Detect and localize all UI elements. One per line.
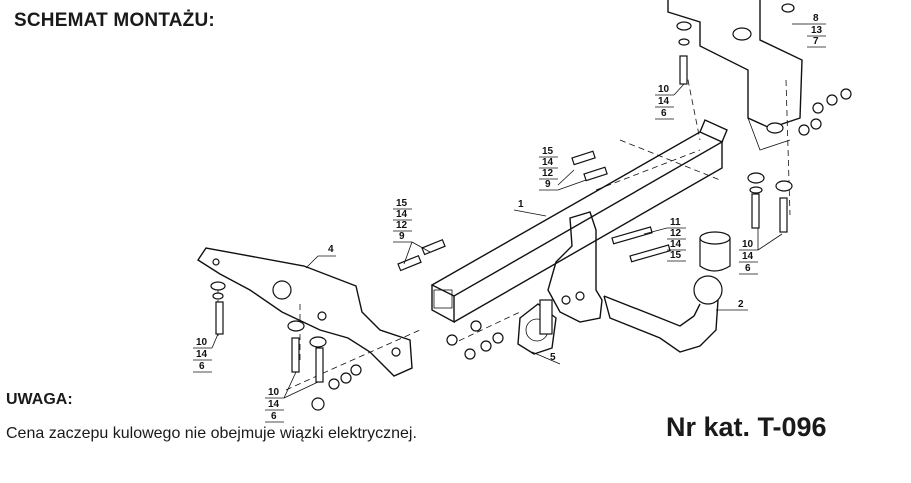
svg-text:10: 10	[742, 239, 754, 250]
svg-text:12: 12	[542, 168, 554, 179]
crossbar	[430, 119, 728, 324]
socket-plate	[517, 299, 557, 355]
svg-text:10: 10	[658, 84, 670, 95]
catalog-number: Nr kat. T-096	[666, 412, 827, 442]
svg-text:10: 10	[196, 337, 208, 348]
note-text: Cena zaczepu kulowego nie obejmuje wiązk…	[6, 425, 417, 442]
label-stack-right-lower: 10 14 6	[739, 228, 783, 275]
center-bracket	[547, 211, 603, 323]
label-stack-left-lower: 10 14 6	[193, 333, 219, 373]
svg-text:2: 2	[738, 299, 744, 310]
svg-text:1: 1	[518, 199, 524, 210]
svg-text:6: 6	[199, 361, 205, 372]
vehicle-bracket	[667, 0, 803, 151]
part-label-2: 2	[716, 299, 748, 311]
svg-text:12: 12	[396, 220, 408, 231]
part-label-1: 1	[513, 199, 547, 217]
part-label-5: 5	[531, 351, 561, 365]
svg-text:9: 9	[399, 231, 405, 242]
svg-text:12: 12	[670, 228, 682, 239]
washers-and-nuts	[210, 3, 852, 411]
label-stack-top-bolts: 10 14 6	[655, 83, 685, 120]
ball-neck	[603, 275, 723, 353]
svg-text:14: 14	[268, 399, 280, 410]
svg-text:11: 11	[670, 217, 681, 228]
svg-text:4: 4	[328, 244, 334, 255]
svg-text:5: 5	[550, 352, 556, 363]
svg-text:14: 14	[658, 96, 670, 107]
svg-text:8: 8	[813, 13, 819, 24]
svg-text:15: 15	[542, 146, 554, 157]
alignment-lines	[217, 59, 791, 391]
svg-text:14: 14	[396, 209, 408, 220]
svg-text:14: 14	[670, 239, 682, 250]
svg-text:14: 14	[542, 157, 554, 168]
label-stack-center-right: 11 12 14 15	[643, 217, 686, 262]
svg-text:10: 10	[268, 387, 280, 398]
label-stack-bottom-left: 10 14 6	[265, 371, 319, 423]
part-label-4: 4	[305, 244, 336, 269]
svg-text:14: 14	[742, 251, 754, 262]
left-bracket	[197, 247, 413, 377]
label-stack-upper-mid: 15 14 12 9	[539, 146, 587, 191]
svg-text:9: 9	[545, 179, 551, 190]
label-stack-left-mid: 15 14 12 9	[393, 198, 431, 265]
ball-cap	[699, 231, 731, 272]
svg-text:6: 6	[271, 411, 277, 422]
svg-text:15: 15	[396, 198, 408, 209]
svg-text:14: 14	[196, 349, 208, 360]
svg-text:15: 15	[670, 250, 682, 261]
svg-text:6: 6	[661, 108, 667, 119]
note-heading: UWAGA:	[6, 391, 73, 408]
page-title: SCHEMAT MONTAŻU:	[14, 10, 215, 31]
bolts	[215, 55, 788, 383]
label-stack-top-right: 8 13 7	[792, 13, 826, 48]
svg-text:7: 7	[813, 36, 819, 47]
svg-text:13: 13	[811, 25, 823, 36]
svg-text:6: 6	[745, 263, 751, 274]
